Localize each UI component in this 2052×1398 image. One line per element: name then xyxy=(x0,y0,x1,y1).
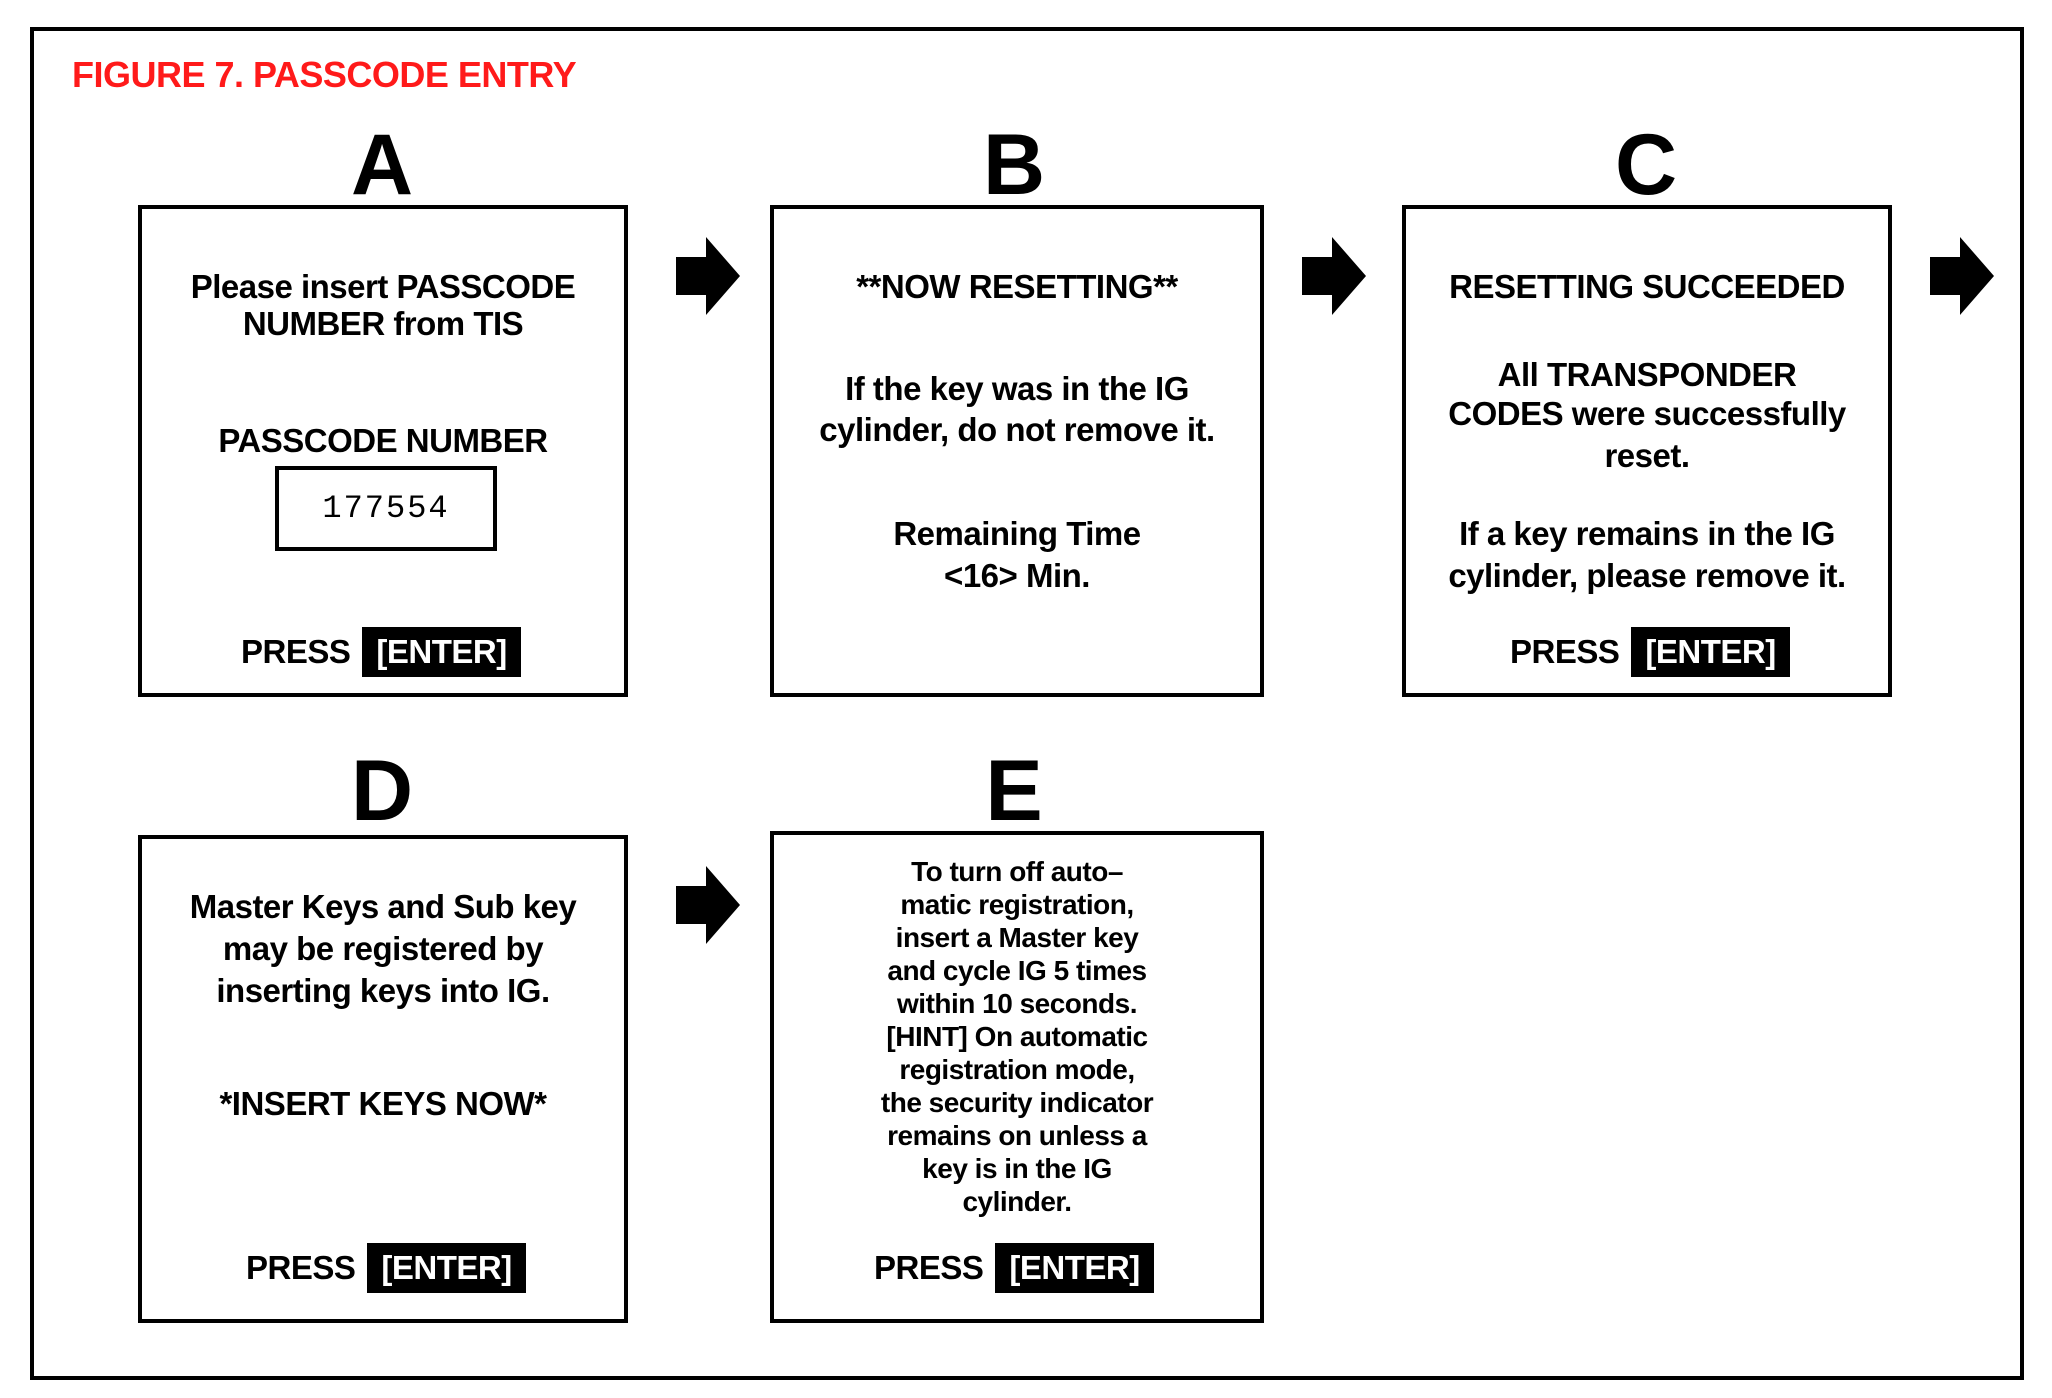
panel-a-press-row: PRESS [ENTER] xyxy=(241,627,521,677)
panel-c-status: RESETTING SUCCEEDED xyxy=(1449,268,1845,305)
panel-e-line: remains on unless a xyxy=(887,1120,1147,1151)
figure-frame xyxy=(30,27,2024,1380)
panel-b-warning-line-1: If the key was in the IG xyxy=(845,370,1189,407)
panel-c-instruction-line-1: If a key remains in the IG xyxy=(1459,515,1835,552)
arrow-right-icon xyxy=(676,866,740,944)
panel-e-line: cylinder. xyxy=(962,1186,1072,1217)
panel-c-instruction-line-2: cylinder, please remove it. xyxy=(1448,557,1846,594)
press-label: PRESS xyxy=(246,1249,356,1286)
enter-button[interactable]: [ENTER] xyxy=(367,1243,526,1293)
panel-d-message-line-3: inserting keys into IG. xyxy=(216,972,550,1009)
enter-button[interactable]: [ENTER] xyxy=(995,1243,1154,1293)
panel-a-instruction-line-2: NUMBER from TIS xyxy=(242,305,524,342)
enter-button[interactable]: [ENTER] xyxy=(362,627,521,677)
panel-e-line: key is in the IG xyxy=(922,1153,1112,1184)
enter-button[interactable]: [ENTER] xyxy=(1631,627,1790,677)
passcode-number-label: PASSCODE NUMBER xyxy=(218,422,548,459)
panel-b-resetting: **NOW RESETTING** If the key was in the … xyxy=(770,205,1264,697)
panel-a-passcode-entry: Please insert PASSCODE NUMBER from TIS P… xyxy=(138,205,628,697)
panel-d-message-line-2: may be registered by xyxy=(222,930,544,967)
panel-d-message-line-1: Master Keys and Sub key xyxy=(189,888,577,925)
panel-e-line: matic registration, xyxy=(900,889,1134,920)
panel-letter-b: B xyxy=(982,117,1046,213)
panel-e-line: within 10 seconds. xyxy=(897,988,1137,1019)
panel-e-line: the security indicator xyxy=(880,1087,1154,1118)
panel-e-line: [HINT] On automatic xyxy=(886,1021,1148,1052)
panel-e-press-row: PRESS [ENTER] xyxy=(874,1243,1154,1293)
panel-d-press-row: PRESS [ENTER] xyxy=(246,1243,526,1293)
panel-d-insert-keys: Master Keys and Sub key may be registere… xyxy=(138,835,628,1323)
panel-c-message-line-2: CODES were successfully xyxy=(1448,395,1846,432)
panel-e-line: insert a Master key xyxy=(895,922,1139,953)
panel-c-press-row: PRESS [ENTER] xyxy=(1510,627,1790,677)
panel-a-instruction-line-1: Please insert PASSCODE xyxy=(190,268,576,305)
arrow-right-icon xyxy=(1930,237,1994,315)
panel-e-line: and cycle IG 5 times xyxy=(887,955,1147,986)
arrow-right-icon xyxy=(1302,237,1366,315)
press-label: PRESS xyxy=(1510,633,1620,670)
panel-e-automatic-registration: To turn off auto– matic registration, in… xyxy=(770,831,1264,1323)
panel-c-succeeded: RESETTING SUCCEEDED All TRANSPONDER CODE… xyxy=(1402,205,1892,697)
figure-title: FIGURE 7. PASSCODE ENTRY xyxy=(72,54,577,95)
remaining-time-value: <16> Min. xyxy=(944,557,1090,594)
panel-letter-e: E xyxy=(985,743,1043,839)
panel-e-line: registration mode, xyxy=(899,1054,1135,1085)
insert-keys-prompt: *INSERT KEYS NOW* xyxy=(219,1085,547,1122)
panel-c-message-line-3: reset. xyxy=(1604,437,1690,474)
remaining-time-label: Remaining Time xyxy=(893,515,1141,552)
arrow-right-icon xyxy=(676,237,740,315)
panel-e-line: To turn off auto– xyxy=(911,856,1123,887)
panel-letter-c: C xyxy=(1614,117,1678,213)
panel-b-status: **NOW RESETTING** xyxy=(856,268,1178,305)
panel-c-message-line-1: All TRANSPONDER xyxy=(1497,356,1797,393)
panel-letter-a: A xyxy=(350,117,414,213)
passcode-input[interactable]: 177554 xyxy=(275,466,497,551)
press-label: PRESS xyxy=(241,633,351,670)
panel-letter-d: D xyxy=(350,743,414,839)
panel-b-warning-line-2: cylinder, do not remove it. xyxy=(819,411,1215,448)
press-label: PRESS xyxy=(874,1249,984,1286)
